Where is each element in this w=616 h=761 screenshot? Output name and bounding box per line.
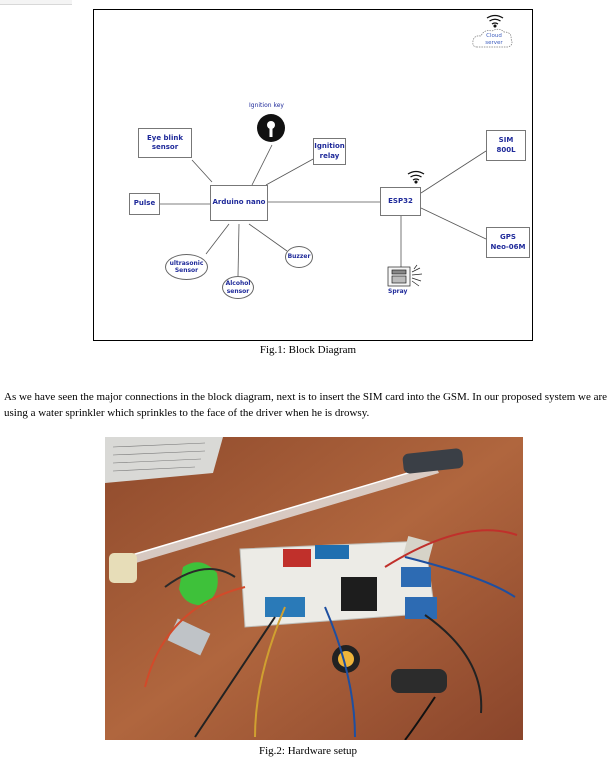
spray-label: Spray [388,288,408,295]
ignition-key-icon [257,114,285,142]
line-esp32-gps [420,207,487,240]
ignition-relay-block: Ignition relay [313,138,346,165]
figure1-caption: Fig.1: Block Diagram [259,344,357,356]
buzzer-block: Buzzer [285,246,313,268]
line-arduino-ignitionkey [251,144,273,186]
wifi-icon [486,14,504,28]
cloud-icon [472,28,513,48]
line-arduino-eyeblink [191,159,213,183]
esp32-block: ESP32 [380,187,421,216]
block-diagram: Eye blink sensor Pulse Arduino nano Igni… [93,9,533,341]
diagram-connections [158,14,513,287]
figure2-caption: Fig.2: Hardware setup [258,745,358,757]
line-arduino-alcohol [237,223,240,277]
spray-icon [387,264,423,287]
eye-blink-sensor-block: Eye blink sensor [138,128,192,158]
sim800l-block: SIM 800L [486,130,526,161]
arduino-nano-block: Arduino nano [210,185,268,221]
ultrasonic-sensor-block: ultrasonic Sensor [165,254,208,280]
pulse-block: Pulse [129,193,160,215]
line-arduino-ultrasonic [205,223,230,255]
hardware-setup-photo [105,437,523,740]
top-left-image-fragment [0,0,72,5]
ignition-key-label: Ignition key [249,102,284,109]
line-arduino-relay [265,157,316,186]
alcohol-sensor-block: Alcohol sensor [222,276,254,299]
line-esp32-sim [420,150,487,194]
line-arduino-buzzer [248,223,288,252]
gps-block: GPS Neo-06M [486,227,530,258]
cloud-server-label: Cloud server [485,33,503,47]
wifi-icon [407,170,425,184]
hardware-photo-drawing [105,437,523,740]
body-paragraph: As we have seen the major connections in… [4,391,608,419]
